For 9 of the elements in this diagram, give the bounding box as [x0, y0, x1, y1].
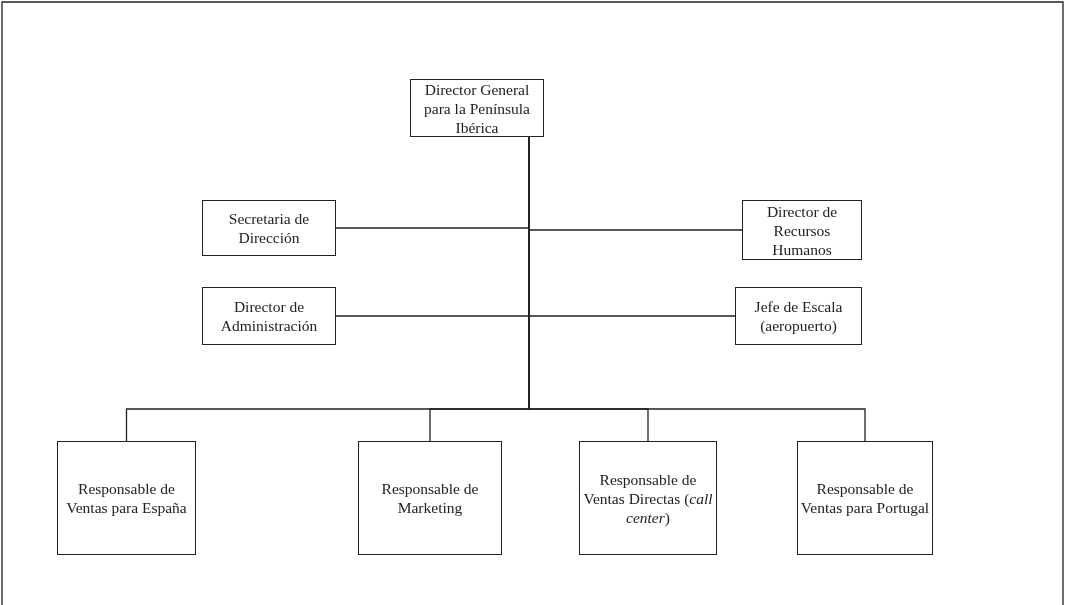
role-title: Responsable de Marketing [380, 479, 480, 517]
role-title: Director de Recursos Humanos [765, 201, 839, 259]
role-title: Secretaria de Dirección [227, 209, 311, 247]
role-title: Director de Administración [219, 297, 319, 335]
role-title: Responsable de Ventas para Portugal [799, 479, 931, 517]
role-title: Jefe de Escala (aeropuerto) [753, 297, 844, 335]
role-title: Responsable de Ventas Directas (call center) [582, 469, 714, 527]
role-title: Director General para la Península Ibérica [423, 79, 531, 137]
role-title: Responsable de Ventas para España [65, 479, 188, 517]
